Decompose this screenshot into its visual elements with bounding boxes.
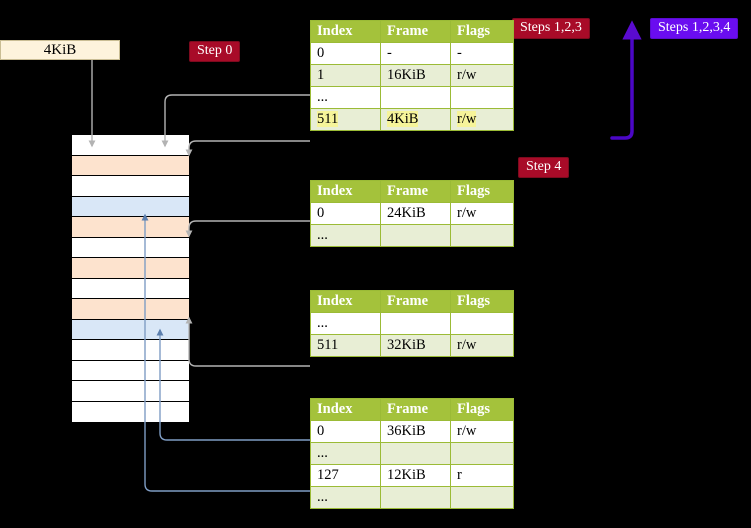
- table-header-index: Index: [310, 180, 381, 203]
- table-cell: r: [450, 464, 514, 487]
- memory-row: [72, 360, 189, 381]
- memory-row: [72, 176, 189, 197]
- memory-grid: [71, 134, 190, 422]
- badge-step-4-label: Step 4: [526, 159, 562, 174]
- table-cell: 0: [310, 202, 381, 225]
- connector-t0b-to-grid: [185, 140, 310, 157]
- table-header-frame: Frame: [380, 290, 451, 313]
- memory-row: [72, 237, 189, 258]
- memory-row: [72, 381, 189, 402]
- memory-row: [72, 401, 189, 422]
- connector-steps-loop-arrow: [610, 20, 642, 140]
- highlighted-value: 4KiB: [387, 111, 419, 127]
- table-cell: [450, 86, 514, 109]
- badge-step-0-label: Step 0: [197, 43, 233, 58]
- memory-row: [72, 196, 189, 217]
- table-cell: [380, 442, 451, 465]
- table-cell: 0: [310, 42, 381, 65]
- badge-steps-1234-label: Steps 1,2,3,4: [658, 20, 731, 35]
- table-cell: [450, 486, 514, 509]
- table-cell: 511: [310, 108, 381, 131]
- table-header-flags: Flags: [450, 20, 514, 43]
- table-cell: -: [450, 42, 514, 65]
- table-header-index: Index: [310, 398, 381, 421]
- table-row: ...: [310, 486, 514, 509]
- table-cell: ...: [310, 224, 381, 247]
- table-row: 0--: [310, 42, 514, 65]
- memory-row: [72, 340, 189, 361]
- table-cell: 4KiB: [380, 108, 451, 131]
- table-cell: [380, 224, 451, 247]
- table-header-frame: Frame: [380, 180, 451, 203]
- table-cell: [450, 442, 514, 465]
- badge-step-4: Step 4: [518, 157, 570, 178]
- table-cell: ...: [310, 486, 381, 509]
- table-cell: 24KiB: [380, 202, 451, 225]
- table-header-index: Index: [310, 20, 381, 43]
- table-row: ...: [310, 224, 514, 247]
- table-header-flags: Flags: [450, 398, 514, 421]
- table-cell: [380, 86, 451, 109]
- table-cell: [380, 486, 451, 509]
- badge-steps-123-label: Steps 1,2,3: [520, 20, 582, 35]
- memory-block-label-box: 4KiB: [0, 40, 120, 60]
- table-cell: 1: [310, 64, 381, 87]
- memory-row: [72, 155, 189, 176]
- table-cell: 32KiB: [380, 334, 451, 357]
- table-header-flags: Flags: [450, 180, 514, 203]
- badge-steps-1234: Steps 1,2,3,4: [650, 18, 739, 39]
- memory-block-label: 4KiB: [43, 41, 77, 58]
- table-cell: [380, 312, 451, 335]
- table-cell: r/w: [450, 108, 514, 131]
- table-row: 511 4KiB r/w: [310, 108, 514, 131]
- table-cell: r/w: [450, 334, 514, 357]
- table-cell: ...: [310, 312, 381, 335]
- connector-t1-to-grid: [185, 220, 310, 238]
- table-cell: [450, 312, 514, 335]
- memory-row: [72, 258, 189, 279]
- table-cell: 127: [310, 464, 381, 487]
- table-cell: 511: [310, 334, 381, 357]
- memory-row: [72, 135, 189, 156]
- badge-steps-123: Steps 1,2,3: [512, 18, 590, 39]
- table-cell: 12KiB: [380, 464, 451, 487]
- connector-t2-to-grid: [185, 316, 310, 367]
- table-cell: -: [380, 42, 451, 65]
- table-header-frame: Frame: [380, 20, 451, 43]
- table-cell: r/w: [450, 420, 514, 443]
- table-header-frame: Frame: [380, 398, 451, 421]
- table-cell: 16KiB: [380, 64, 451, 87]
- badge-step-0: Step 0: [189, 41, 241, 62]
- table-cell: ...: [310, 442, 381, 465]
- memory-row: [72, 319, 189, 340]
- table-cell: 36KiB: [380, 420, 451, 443]
- memory-row: [72, 299, 189, 320]
- table-cell: [450, 224, 514, 247]
- highlighted-value: r/w: [457, 111, 477, 127]
- table-row: ...: [310, 86, 514, 109]
- table-header-flags: Flags: [450, 290, 514, 313]
- table-cell: ...: [310, 86, 381, 109]
- memory-row: [72, 217, 189, 238]
- table-header-index: Index: [310, 290, 381, 313]
- memory-row: [72, 278, 189, 299]
- table-row: ...: [310, 312, 514, 335]
- highlighted-value: 511: [317, 111, 339, 127]
- table-cell: r/w: [450, 202, 514, 225]
- table-cell: r/w: [450, 64, 514, 87]
- table-row: ...: [310, 442, 514, 465]
- table-cell: 0: [310, 420, 381, 443]
